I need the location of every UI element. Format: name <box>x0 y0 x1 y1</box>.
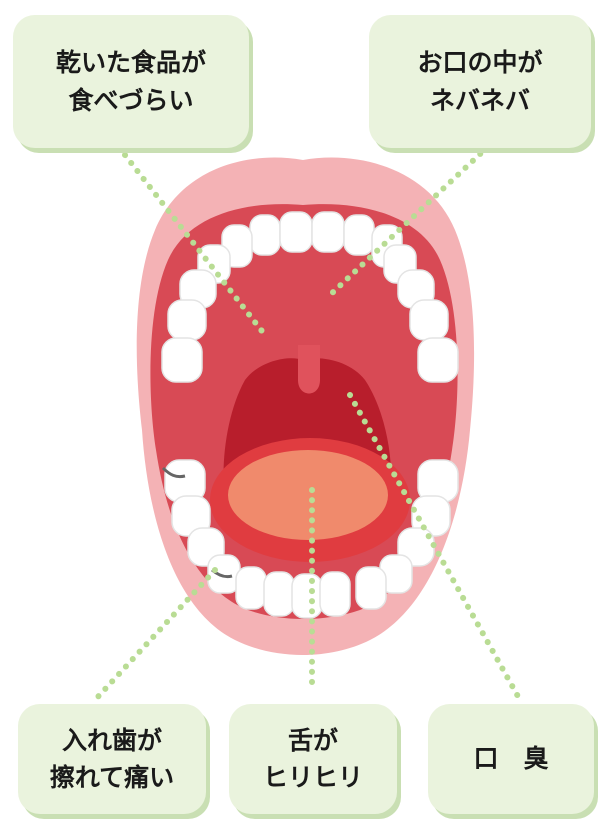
label-sticky-line1: お口の中が <box>417 44 542 82</box>
label-tongue: 舌が ヒリヒリ <box>229 704 397 814</box>
label-dry-food-line2: 食べづらい <box>56 82 206 120</box>
label-tongue-line2: ヒリヒリ <box>263 759 363 797</box>
label-dry-food: 乾いた食品が 食べづらい <box>13 15 249 148</box>
label-dry-food-line1: 乾いた食品が <box>56 44 206 82</box>
uvula <box>298 345 320 394</box>
label-sticky: お口の中が ネバネバ <box>369 15 591 148</box>
label-denture-line1: 入れ歯が <box>50 722 174 760</box>
label-breath-text: 口 臭 <box>473 740 548 778</box>
label-denture-line2: 擦れて痛い <box>50 759 174 797</box>
label-tongue-line1: 舌が <box>263 722 363 760</box>
label-denture: 入れ歯が 擦れて痛い <box>18 704 206 814</box>
tongue-center <box>228 450 388 540</box>
label-breath: 口 臭 <box>428 704 594 814</box>
label-sticky-line2: ネバネバ <box>417 82 542 120</box>
